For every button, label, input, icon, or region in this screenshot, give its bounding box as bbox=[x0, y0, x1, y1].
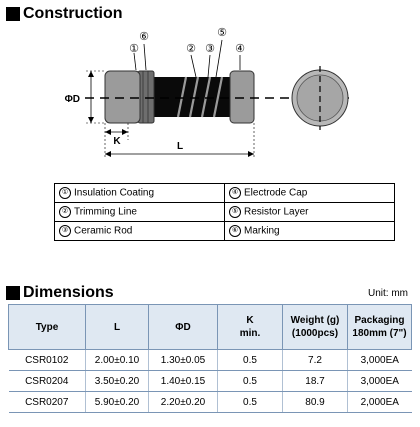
cell-weight: 18.7 bbox=[282, 370, 348, 392]
cell-type: CSR0207 bbox=[8, 391, 86, 413]
resistor-construction-diagram: ① ⑥ ② ③ ⑤ ④ ΦD K L bbox=[65, 27, 355, 159]
legend-number: ② bbox=[59, 206, 71, 218]
cell-type: CSR0204 bbox=[8, 370, 86, 392]
header-l: L bbox=[85, 304, 149, 350]
table-row: CSR0204 3.50±0.20 1.40±0.15 0.5 18.7 3,0… bbox=[8, 370, 412, 392]
legend-label: Electrode Cap bbox=[244, 187, 308, 199]
unit-note: Unit: mm bbox=[368, 288, 408, 299]
callout-5: ⑤ bbox=[217, 27, 227, 39]
cell-d: 1.30±0.05 bbox=[148, 349, 218, 371]
cell-k: 0.5 bbox=[217, 349, 283, 371]
cell-weight: 80.9 bbox=[282, 391, 348, 413]
legend-label: Marking bbox=[244, 225, 280, 237]
callout-4: ④ bbox=[235, 43, 245, 55]
legend-label: Insulation Coating bbox=[74, 187, 155, 199]
cell-packaging: 3,000EA bbox=[347, 370, 412, 392]
legend-number: ④ bbox=[229, 187, 241, 199]
heading-square-icon bbox=[6, 286, 20, 300]
legend-number: ③ bbox=[59, 225, 71, 237]
callout-2: ② bbox=[186, 43, 196, 55]
diameter-label: ΦD bbox=[65, 94, 80, 105]
heading-square-icon bbox=[6, 7, 20, 21]
legend-number: ⑥ bbox=[229, 225, 241, 237]
table-row: CSR0207 5.90±0.20 2.20±0.20 0.5 80.9 2,0… bbox=[8, 391, 412, 413]
cell-weight: 7.2 bbox=[282, 349, 348, 371]
legend-label: Ceramic Rod bbox=[74, 225, 133, 237]
legend-number: ① bbox=[59, 187, 71, 199]
header-d: ΦD bbox=[148, 304, 218, 350]
legend-label: Trimming Line bbox=[74, 206, 137, 218]
cell-d: 1.40±0.15 bbox=[148, 370, 218, 392]
cell-l: 3.50±0.20 bbox=[85, 370, 149, 392]
left-electrode-cap bbox=[104, 70, 141, 124]
callout-3: ③ bbox=[205, 43, 215, 55]
callout-6: ⑥ bbox=[139, 31, 149, 43]
k-label: K bbox=[113, 136, 121, 147]
header-weight: Weight (g)(1000pcs) bbox=[282, 304, 348, 350]
trimming-lines bbox=[176, 76, 224, 118]
cell-l: 5.90±0.20 bbox=[85, 391, 149, 413]
cell-k: 0.5 bbox=[217, 370, 283, 392]
construction-heading: Construction bbox=[6, 3, 123, 25]
right-electrode-cap bbox=[229, 70, 255, 124]
header-type: Type bbox=[8, 304, 86, 350]
dimensions-title: Dimensions bbox=[23, 284, 114, 301]
cell-packaging: 3,000EA bbox=[347, 349, 412, 371]
dimensions-heading: Dimensions bbox=[6, 282, 114, 304]
table-row: CSR0102 2.00±0.10 1.30±0.05 0.5 7.2 3,00… bbox=[8, 349, 412, 371]
cell-packaging: 2,000EA bbox=[347, 391, 412, 413]
cell-d: 2.20±0.20 bbox=[148, 391, 218, 413]
construction-title: Construction bbox=[23, 5, 123, 22]
cell-l: 2.00±0.10 bbox=[85, 349, 149, 371]
legend-number: ⑤ bbox=[229, 206, 241, 218]
l-label: L bbox=[177, 141, 183, 152]
cell-k: 0.5 bbox=[217, 391, 283, 413]
cell-type: CSR0102 bbox=[8, 349, 86, 371]
callout-1: ① bbox=[129, 43, 139, 55]
legend-label: Resistor Layer bbox=[244, 206, 309, 218]
